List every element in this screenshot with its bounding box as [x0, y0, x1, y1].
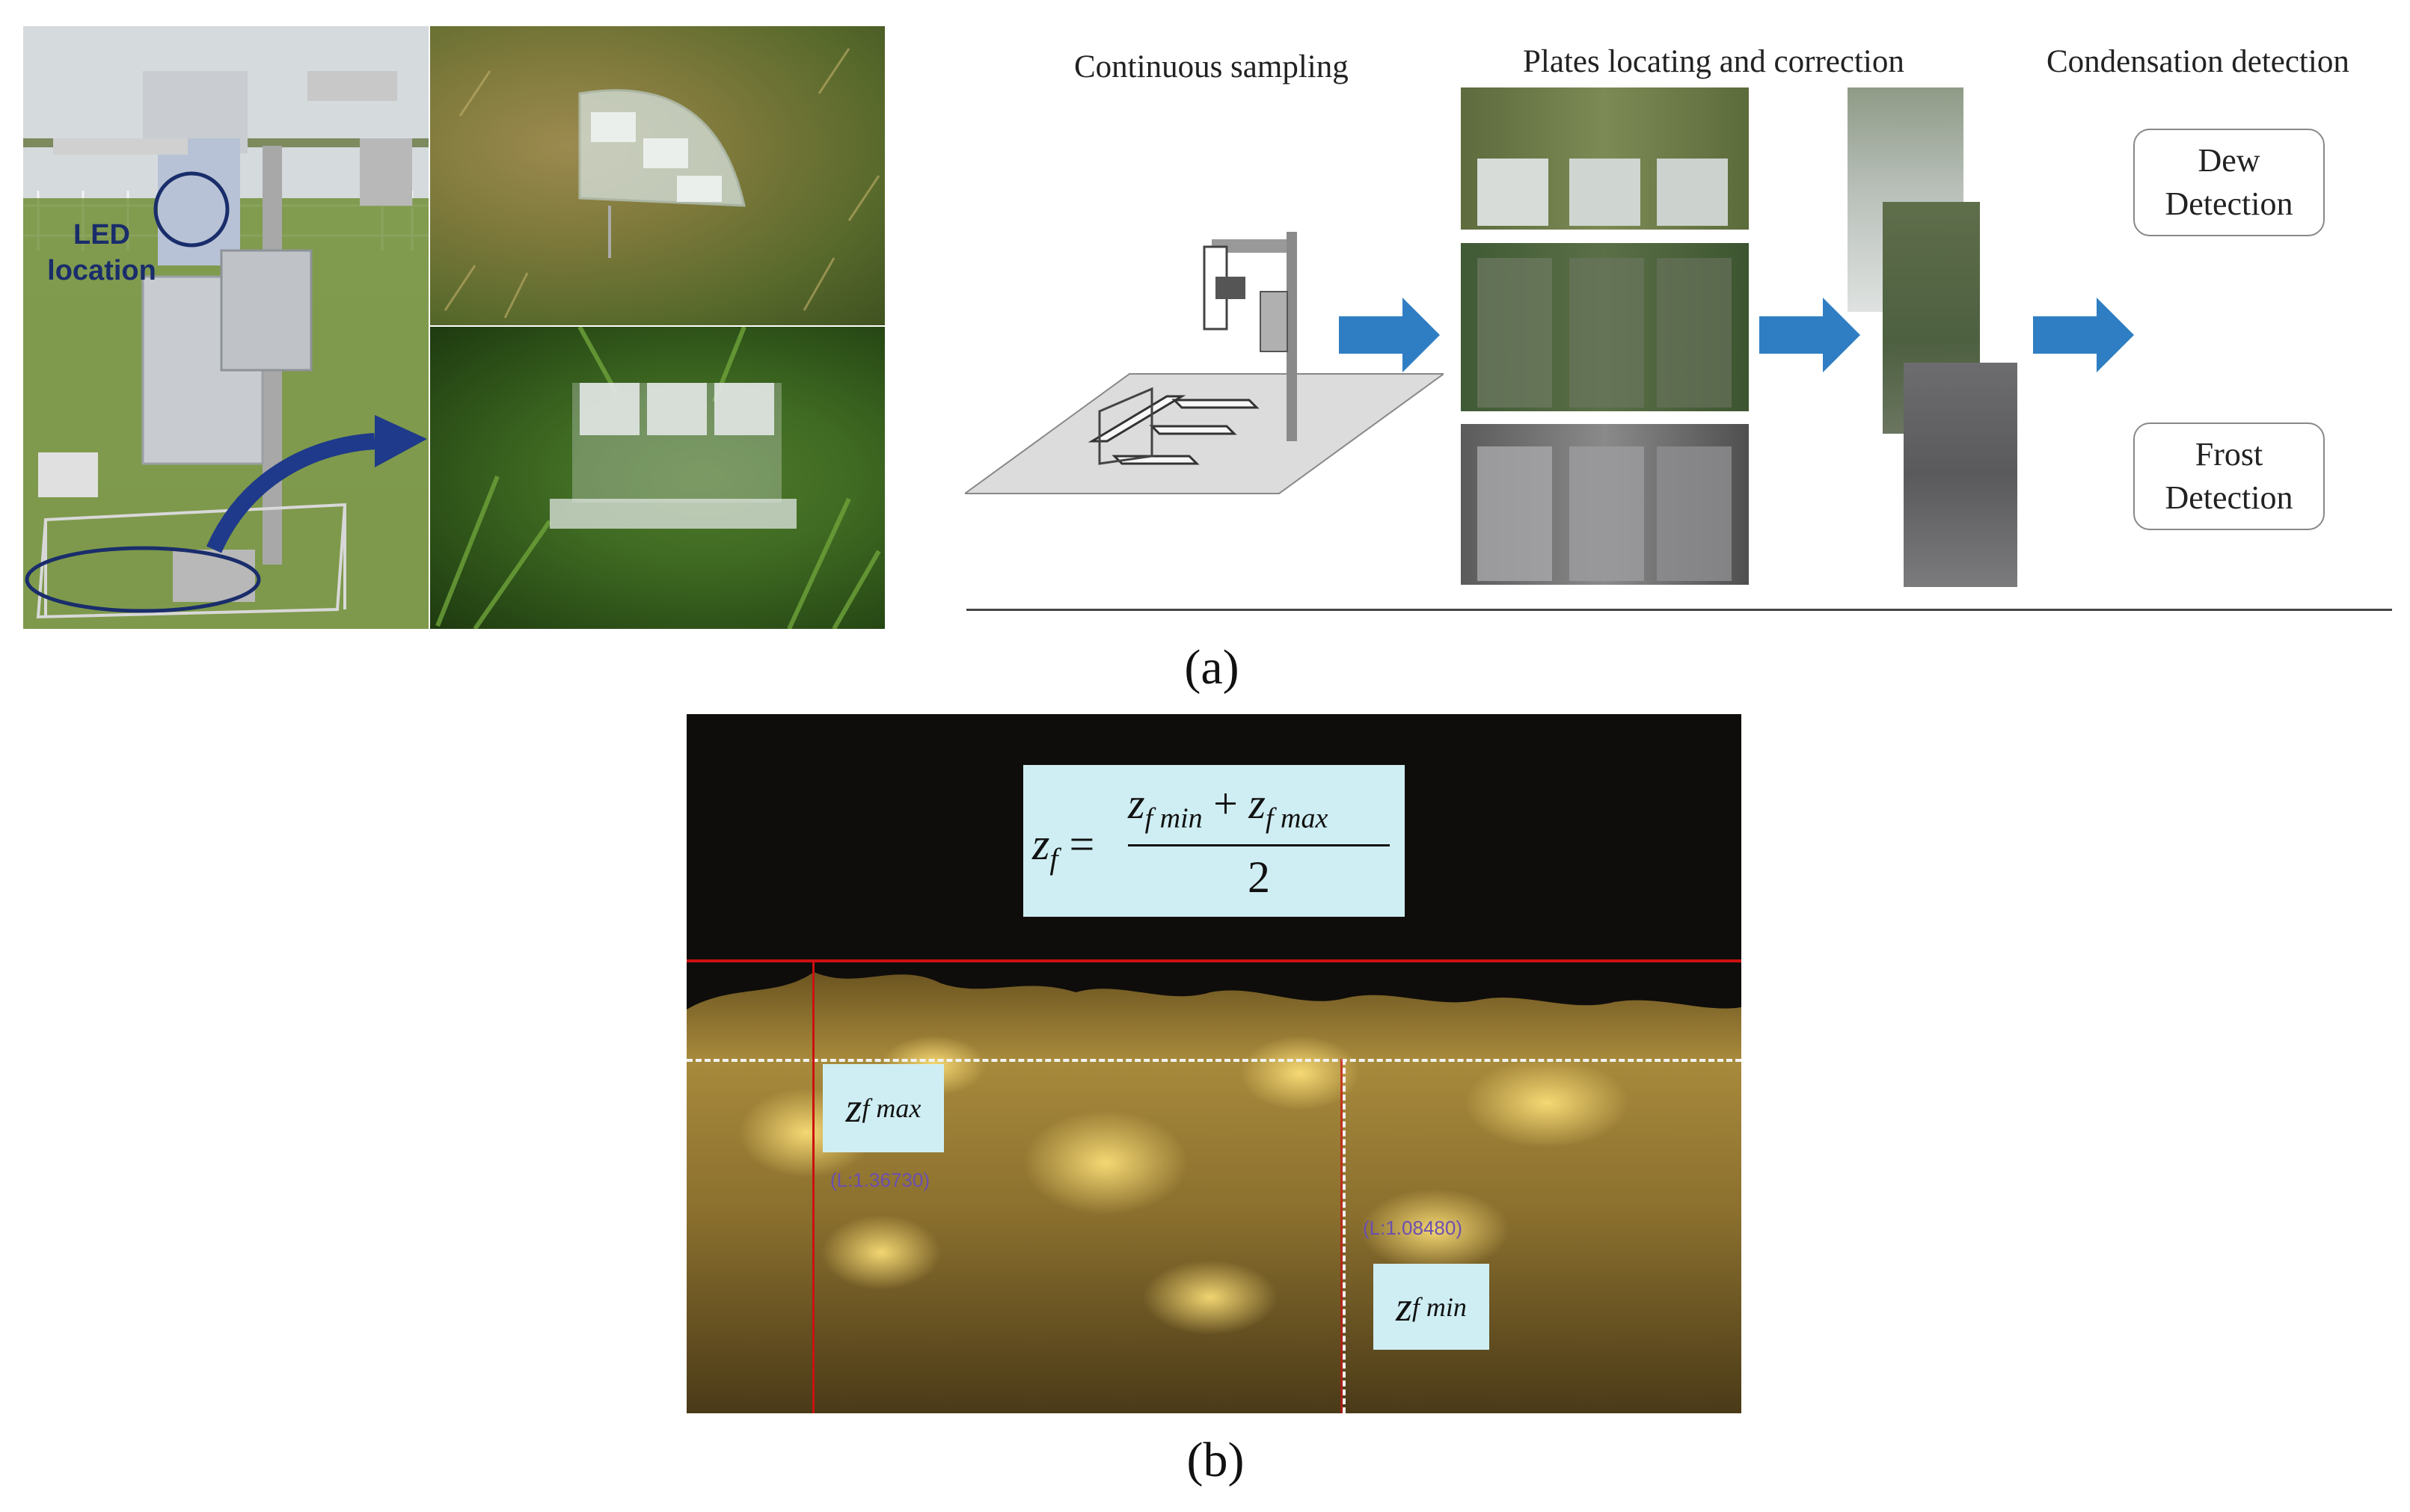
plates-on-grass-photo	[430, 327, 885, 629]
frost-detection-box: Frost Detection	[2133, 422, 2325, 530]
formula-num-b-sub: f max	[1265, 802, 1328, 835]
dew-label-line1: Dew	[2198, 142, 2260, 179]
formula-num-a: z	[1128, 779, 1145, 828]
formula-box: zf = zf min + zf max 2	[1023, 765, 1405, 917]
zf-max-sub: f max	[862, 1093, 922, 1123]
sampling-device-drawing	[965, 232, 1444, 494]
frost-label-line1: Frost	[2195, 436, 2263, 473]
frost-label-line2: Detection	[2165, 479, 2293, 516]
zf-min-z: z	[1396, 1283, 1412, 1330]
led-label-line1: LED	[73, 219, 130, 251]
dew-label-line2: Detection	[2165, 185, 2293, 222]
plate-holder-photo	[430, 26, 885, 325]
measurement-min: (L:1.08480)	[1363, 1217, 1462, 1239]
weather-station-photo: LED location	[23, 26, 429, 629]
step-title-condensation: Condensation detection	[2046, 44, 2349, 79]
formula-num-b: z	[1248, 779, 1266, 828]
formula-den: 2	[1248, 852, 1270, 902]
caption-b: (b)	[1186, 1433, 1245, 1487]
arrow-right-icon	[2033, 298, 2134, 372]
fraction-bar	[1128, 844, 1390, 846]
plates-thumbnail-3	[1461, 424, 1749, 585]
arrow-right-icon	[1339, 298, 1440, 372]
caption-a: (a)	[1184, 640, 1239, 695]
led-label-line2: location	[47, 255, 156, 286]
corrected-plate-3	[1904, 363, 2017, 587]
formula-lhs-sub: f	[1049, 842, 1058, 876]
measurement-max: (L:1.36730)	[830, 1169, 930, 1191]
formula-num-a-sub: f min	[1144, 802, 1203, 835]
max-height-line	[687, 959, 1741, 962]
step-title-locating: Plates locating and correction	[1523, 44, 1904, 79]
formula-plus: +	[1213, 779, 1238, 828]
measure-line-max	[812, 961, 815, 1413]
panel-divider	[966, 609, 2392, 611]
plates-thumbnail-2	[1461, 243, 1749, 411]
dew-detection-box: Dew Detection	[2133, 129, 2325, 236]
formula-lhs: z	[1032, 820, 1050, 869]
mean-height-line	[687, 1059, 1741, 1062]
zf-min-sub: f min	[1411, 1291, 1467, 1322]
zf-max-z: z	[845, 1085, 862, 1131]
step-title-sampling: Continuous sampling	[1074, 49, 1349, 84]
measure-line-min	[1343, 1059, 1346, 1413]
plates-thumbnail-1	[1461, 87, 1749, 230]
arrow-right-icon	[1759, 298, 1860, 372]
